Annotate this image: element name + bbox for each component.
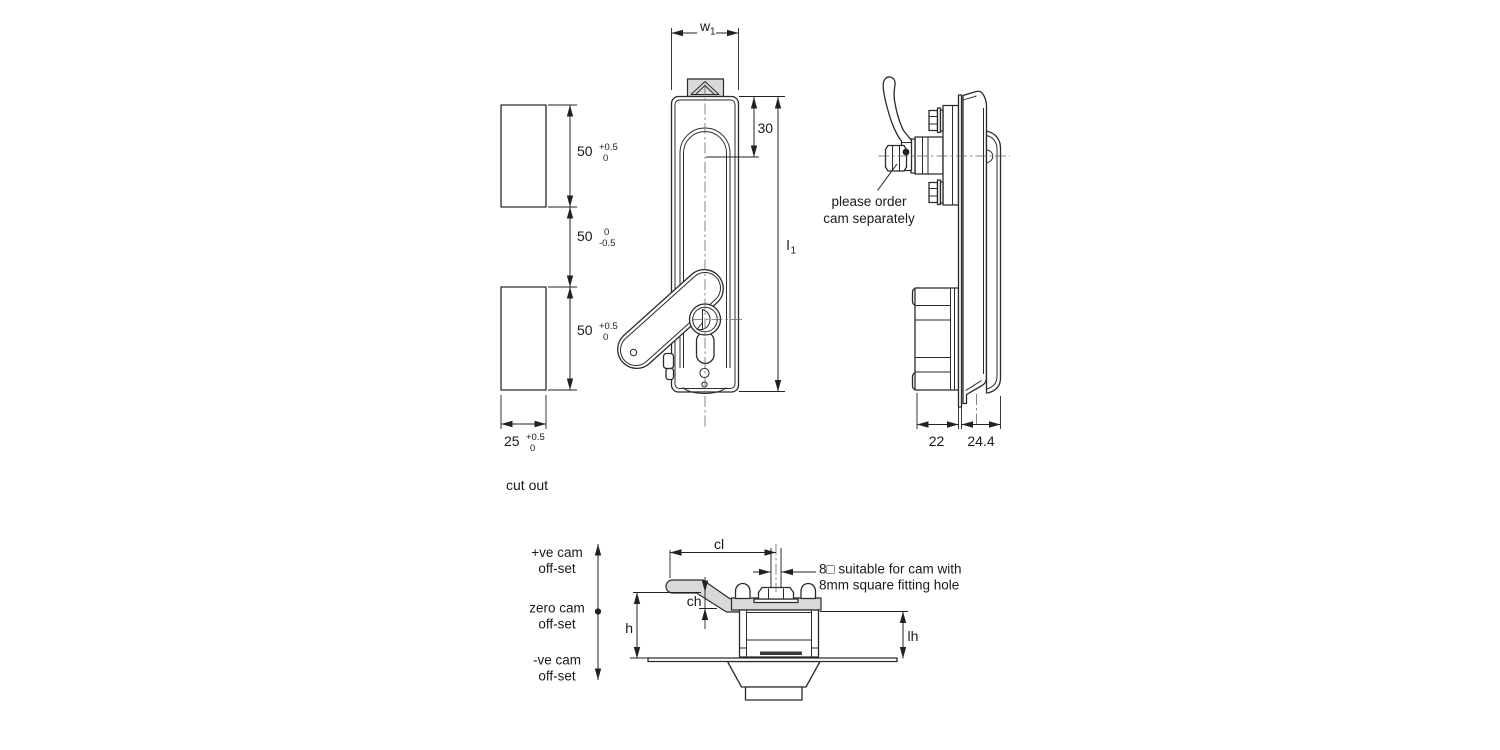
zero-offset-label-line1: zero cam: [529, 601, 585, 616]
negative-offset-label-line1: -ve cam: [533, 653, 581, 668]
hinge-tab: [662, 352, 675, 370]
swing-handle: [617, 269, 724, 369]
cutout-height-dim-3-value: 50: [577, 322, 593, 338]
width-dim-label-sub: 1: [710, 27, 716, 38]
negative-offset-label-line2: off-set: [538, 669, 576, 684]
cutout-height-dim-3-tol-bottom: 0: [603, 332, 608, 343]
escutcheon-profile: [962, 90, 988, 405]
dome-screw-left: [734, 582, 751, 600]
cam-offset-dim-label: ch: [687, 593, 702, 609]
cutout-caption: cut out: [506, 477, 548, 493]
mounting-bolt-top: [928, 107, 944, 134]
behind-panel-dim-value: 22: [929, 433, 945, 449]
cutout-width-dim-tol-bottom: 0: [530, 443, 535, 454]
cutout-top-rect: [500, 104, 547, 208]
cam-cross-section: cl 8□ suitable for cam with 8mm square f…: [625, 536, 961, 701]
escutcheon-section: [726, 660, 821, 688]
cam-note-line1: please order: [831, 194, 907, 209]
dome-screw-right: [800, 582, 817, 600]
square-shaft-note-line1: 8□ suitable for cam with: [819, 562, 961, 577]
cutout-height-dim-2-value: 50: [577, 228, 593, 244]
cutout-height-dim-3-tol-top: +0.5: [599, 321, 618, 332]
cylinder-dome: [986, 149, 994, 163]
cutout-width-dim-tol-top: +0.5: [526, 432, 545, 443]
cam-note-line2: cam separately: [823, 211, 915, 226]
zero-offset-dot: [594, 608, 602, 615]
height-dim-label: h: [625, 620, 633, 636]
latch-window: [760, 651, 802, 655]
cutout-view: 50 +0.5 0 50 0 -0.5 50 +0.5 0 25 +0.5 0 …: [500, 104, 618, 493]
retaining-pin: [902, 148, 910, 156]
positive-offset-label-line1: +ve cam: [531, 545, 582, 560]
top-offset-dim-value: 30: [758, 120, 774, 136]
cutout-height-dim-2-tol-bottom: -0.5: [599, 238, 615, 249]
zero-offset-label-line2: off-set: [538, 617, 576, 632]
cylinder-barrel: [914, 136, 944, 175]
door-panel: [957, 94, 963, 408]
side-view: please order cam separately 22 24.4: [823, 76, 1010, 449]
length-dim-label-sub: 1: [791, 246, 797, 257]
cutout-width-dim-value: 25: [504, 433, 520, 449]
front-of-panel-dim-value: 24.4: [967, 433, 994, 449]
latch-height-dim-label: lh: [908, 628, 919, 644]
hex-nut: [884, 144, 908, 172]
cutout-bottom-rect: [500, 286, 547, 391]
housing-body: [738, 609, 820, 658]
keyhole: [702, 309, 711, 330]
mounting-bolt-bottom: [928, 179, 944, 206]
mounting-plate: [942, 104, 960, 206]
width-dim-label: w: [699, 18, 711, 34]
handle-hole: [629, 348, 638, 357]
square-shaft-note-line2: 8mm square fitting hole: [819, 578, 959, 593]
lock-housing: [914, 287, 960, 391]
cutout-height-dim-1-value: 50: [577, 143, 593, 159]
front-view: w 1 30 l 1: [617, 18, 797, 428]
handle-profile: [985, 130, 1002, 394]
panel-section: [647, 657, 898, 663]
cam-length-dim-label: cl: [714, 536, 724, 552]
cutout-height-dim-1-tol-top: +0.5: [599, 142, 618, 153]
fixing-nut: [757, 586, 795, 600]
positive-offset-label-line2: off-set: [538, 561, 576, 576]
cutout-height-dim-2-tol-top: 0: [604, 227, 609, 238]
length-dim-label: l: [787, 237, 790, 253]
cam-offset-legend: +ve cam off-set zero cam off-set -ve cam…: [529, 544, 602, 684]
cutout-height-dim-1-tol-bottom: 0: [603, 153, 608, 164]
